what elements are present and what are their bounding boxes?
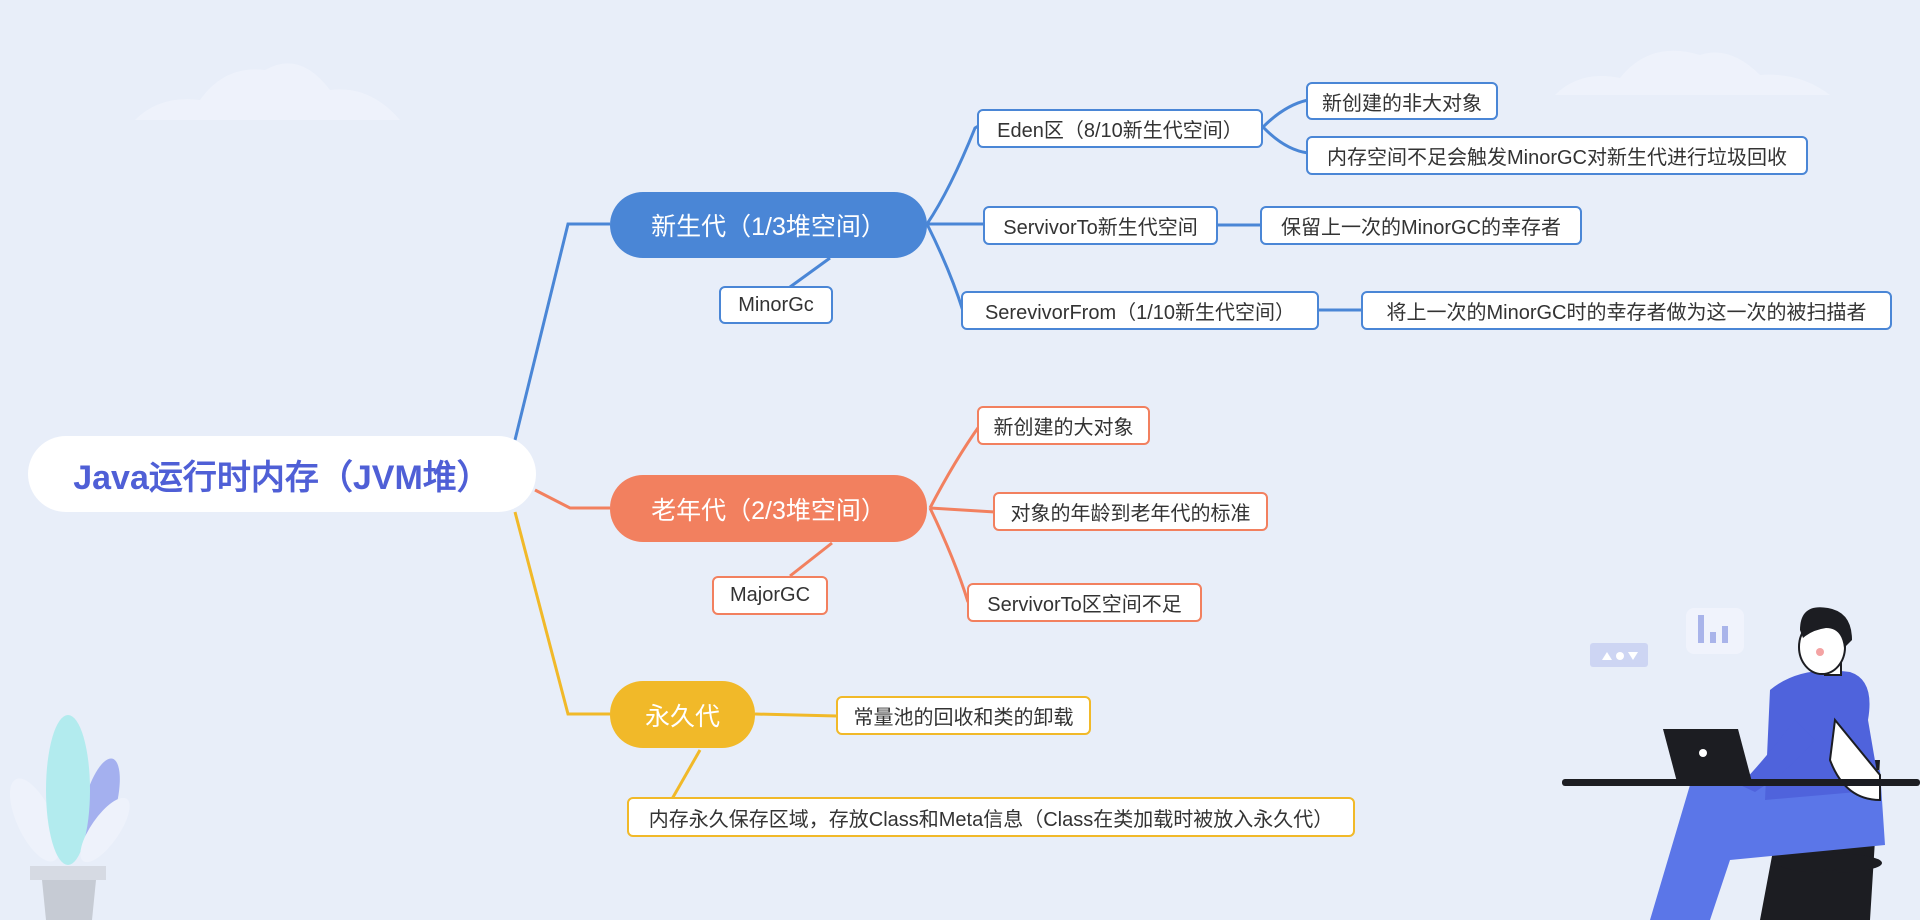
old-item-survivor-full[interactable]: ServivorTo区空间不足 <box>967 583 1202 622</box>
eden-note-2[interactable]: 内存空间不足会触发MinorGC对新生代进行垃圾回收 <box>1306 136 1808 175</box>
major-gc-node[interactable]: MajorGC <box>712 576 828 615</box>
young-generation-node[interactable]: 新生代（1/3堆空间） <box>610 192 927 258</box>
servivor-to-note[interactable]: 保留上一次的MinorGC的幸存者 <box>1260 206 1582 245</box>
minor-gc-node[interactable]: MinorGc <box>719 286 833 324</box>
toolbar-icon <box>1590 643 1648 667</box>
perm-item-class-meta[interactable]: 内存永久保存区域，存放Class和Meta信息（Class在类加载时被放入永久代… <box>627 797 1355 837</box>
servivor-from-node[interactable]: SerevivorFrom（1/10新生代空间） <box>961 291 1319 330</box>
perm-item-constant-pool[interactable]: 常量池的回收和类的卸载 <box>836 696 1091 735</box>
old-connectors <box>534 424 996 603</box>
old-generation-node[interactable]: 老年代（2/3堆空间） <box>610 475 927 542</box>
servivor-from-note[interactable]: 将上一次的MinorGC时的幸存者做为这一次的被扫描者 <box>1361 291 1892 330</box>
perm-connectors <box>513 511 838 800</box>
eden-note-1[interactable]: 新创建的非大对象 <box>1306 82 1498 120</box>
servivor-to-node[interactable]: ServivorTo新生代空间 <box>983 206 1218 245</box>
old-item-large-object[interactable]: 新创建的大对象 <box>977 406 1150 445</box>
cloud-shape <box>135 50 1830 120</box>
young-connectors <box>513 98 1362 441</box>
plant-illustration <box>9 715 130 920</box>
perm-generation-node[interactable]: 永久代 <box>610 681 755 748</box>
eden-node[interactable]: Eden区（8/10新生代空间） <box>977 109 1263 148</box>
root-topic[interactable]: Java运行时内存（JVM堆） <box>28 436 536 512</box>
chart-icon <box>1686 608 1744 654</box>
person-at-laptop-illustration <box>1562 607 1920 920</box>
old-item-age-threshold[interactable]: 对象的年龄到老年代的标准 <box>993 492 1268 531</box>
